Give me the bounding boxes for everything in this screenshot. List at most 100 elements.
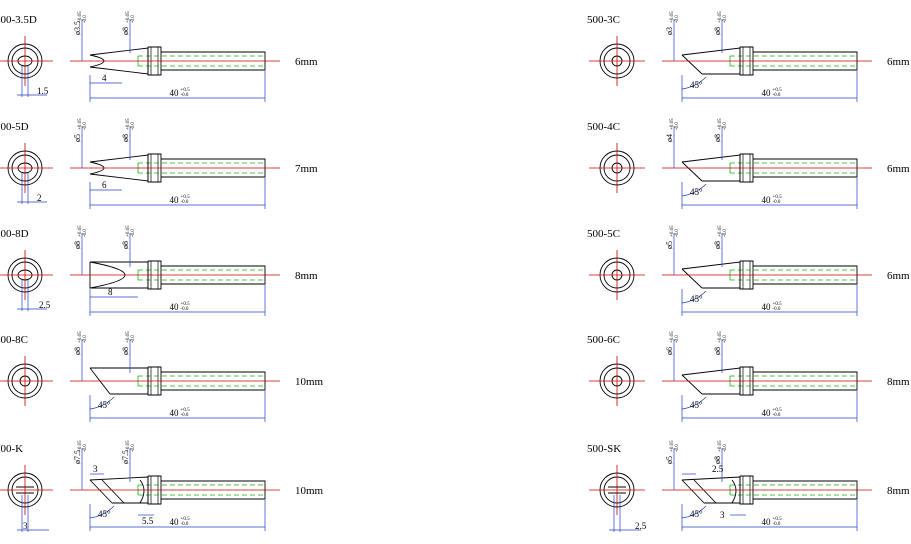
tip-bevel <box>681 374 703 395</box>
tip-size-label: 7mm <box>295 163 318 175</box>
bevel-angle-label: 45° <box>690 80 703 90</box>
tip-500-3.5d: 500-3.5D6mm40+0.5-0.0ø3.5+0.05-0.0ø8+0.0… <box>0 11 318 102</box>
tip-bevel <box>89 479 113 504</box>
shank-diameter-label: ø8 <box>713 347 722 355</box>
length-tolerance-upper: +0.5 <box>773 517 783 522</box>
length-tolerance-lower: -0.0 <box>181 307 189 312</box>
tip-diameter-tolerance-upper: +0.05 <box>670 118 675 130</box>
shank-diameter-tolerance-lower: -0.0 <box>131 122 136 130</box>
tip-500-3c: 500-3C6mm40+0.5-0.0ø3+0.05-0.0ø8+0.05-0.… <box>587 11 910 102</box>
tip-diameter-tolerance-upper: +0.05 <box>670 440 675 452</box>
tip-size-label: 10mm <box>295 485 324 497</box>
tip-size-label: 6mm <box>887 270 910 282</box>
length-tolerance-lower: -0.0 <box>773 522 781 527</box>
tip-diameter-label: ø5 <box>73 134 82 142</box>
tip-diameter-tolerance-lower: -0.0 <box>675 335 680 343</box>
tip-code-label: 500-6C <box>587 334 620 346</box>
length-dimension-label: 40 <box>170 408 180 418</box>
shank-diameter-tolerance-upper: +0.05 <box>718 118 723 130</box>
tip-knife-edge <box>101 479 125 504</box>
shank-diameter-label: ø8 <box>121 134 130 142</box>
shank-diameter-tolerance-upper: +0.05 <box>718 11 723 23</box>
tip-diameter-label: ø5 <box>665 456 674 464</box>
length-dimension-label: 40 <box>762 302 772 312</box>
length-tolerance-lower: -0.0 <box>773 307 781 312</box>
shank-diameter-tolerance-upper: +0.05 <box>126 118 131 130</box>
tip-500-5d: 500-5D7mm40+0.5-0.0ø5+0.05-0.0ø8+0.05-0.… <box>0 118 318 209</box>
tip-500-8d: 500-8D8mm40+0.5-0.0ø8+0.05-0.0ø8+0.05-0.… <box>0 225 318 316</box>
length-dimension-label: 40 <box>170 195 180 205</box>
tip-code-label: 500-8C <box>0 334 28 346</box>
length-tolerance-lower: -0.0 <box>181 93 189 98</box>
shank-diameter-tolerance-lower: -0.0 <box>723 444 728 452</box>
tip-diameter-tolerance-upper: +0.05 <box>78 225 83 237</box>
shank-diameter-tolerance-upper: +0.05 <box>718 331 723 343</box>
tip-code-label: 500-3C <box>587 14 620 26</box>
tip-diameter-label: ø5 <box>665 241 674 249</box>
length-tolerance-lower: -0.0 <box>181 413 189 418</box>
length-tolerance-upper: +0.5 <box>773 88 783 93</box>
edge-length-label: 3 <box>720 510 725 520</box>
length-dimension-label: 40 <box>762 408 772 418</box>
shank-diameter-label: ø8 <box>713 456 722 464</box>
length-tolerance-upper: +0.5 <box>773 408 783 413</box>
shank-diameter-tolerance-upper: +0.05 <box>126 225 131 237</box>
length-tolerance-lower: -0.0 <box>181 522 189 527</box>
shank-diameter-label: ø8 <box>121 241 130 249</box>
angle-arc <box>681 505 707 519</box>
shank-diameter-tolerance-upper: +0.05 <box>718 225 723 237</box>
length-tolerance-upper: +0.5 <box>181 408 191 413</box>
tip-bevel <box>681 54 703 75</box>
tip-bevel <box>681 479 705 504</box>
shank-diameter-tolerance-lower: -0.0 <box>723 229 728 237</box>
tip-500-sk: 500-SK8mm40+0.5-0.0ø5+0.05-0.0ø8+0.05-0.… <box>587 440 910 532</box>
angle-arc <box>89 396 115 410</box>
shank-diameter-tolerance-lower: -0.0 <box>131 15 136 23</box>
tip-diameter-tolerance-upper: +0.05 <box>78 331 83 343</box>
tip-code-label: 500-5D <box>0 121 29 133</box>
tip-length-label: 8 <box>108 287 113 297</box>
tip-diameter-label: ø6 <box>665 347 674 355</box>
shank-diameter-label: ø8 <box>713 134 722 142</box>
length-tolerance-lower: -0.0 <box>773 93 781 98</box>
length-tolerance-upper: +0.5 <box>773 195 783 200</box>
shank-diameter-tolerance-lower: -0.0 <box>723 335 728 343</box>
tip-knife-heel <box>731 479 737 504</box>
shank-diameter-tolerance-lower: -0.0 <box>723 122 728 130</box>
tip-500-8c: 500-8C10mm40+0.5-0.0ø8+0.05-0.0ø8+0.05-0… <box>0 331 324 422</box>
shank-diameter-tolerance-lower: -0.0 <box>131 444 136 452</box>
tip-size-label: 10mm <box>295 376 324 388</box>
tip-diameter-tolerance-lower: -0.0 <box>83 15 88 23</box>
tip-diameter-tolerance-upper: +0.05 <box>78 440 83 452</box>
bevel-angle-label: 45° <box>98 509 111 519</box>
tip-diameter-tolerance-lower: -0.0 <box>83 444 88 452</box>
edge-length-label: 5.5 <box>142 516 154 526</box>
length-tolerance-upper: +0.5 <box>181 88 191 93</box>
tip-500-4c: 500-4C6mm40+0.5-0.0ø4+0.05-0.0ø8+0.05-0.… <box>587 118 910 209</box>
length-tolerance-lower: -0.0 <box>773 200 781 205</box>
tip-diameter-tolerance-lower: -0.0 <box>675 122 680 130</box>
tip-code-label: 500-SK <box>587 443 621 455</box>
tip-knife-edge <box>693 479 717 504</box>
tip-diameter-tolerance-upper: +0.05 <box>670 331 675 343</box>
bevel-angle-label: 45° <box>690 400 703 410</box>
tip-diameter-tolerance-upper: +0.05 <box>78 11 83 23</box>
tip-diameter-tolerance-upper: +0.05 <box>78 118 83 130</box>
length-tolerance-lower: -0.0 <box>773 413 781 418</box>
tip-length-label: 6 <box>102 180 107 190</box>
tip-diameter-tolerance-lower: -0.0 <box>675 444 680 452</box>
tip-diameter-label: ø8 <box>73 241 82 249</box>
tip-code-label: 500-K <box>0 443 23 455</box>
face-width-label: 2 <box>37 193 42 203</box>
tip-code-label: 500-3.5D <box>0 14 37 26</box>
shank-diameter-tolerance-lower: -0.0 <box>723 15 728 23</box>
shank-diameter-label: ø8 <box>713 241 722 249</box>
tip-diameter-label: ø7.5 <box>73 450 82 464</box>
length-dimension-label: 40 <box>170 88 180 98</box>
tip-code-label: 500-8D <box>0 228 29 240</box>
shank-diameter-tolerance-upper: +0.05 <box>718 440 723 452</box>
length-dimension-label: 40 <box>762 88 772 98</box>
tip-diameter-tolerance-lower: -0.0 <box>675 15 680 23</box>
tip-bevel <box>681 161 703 182</box>
